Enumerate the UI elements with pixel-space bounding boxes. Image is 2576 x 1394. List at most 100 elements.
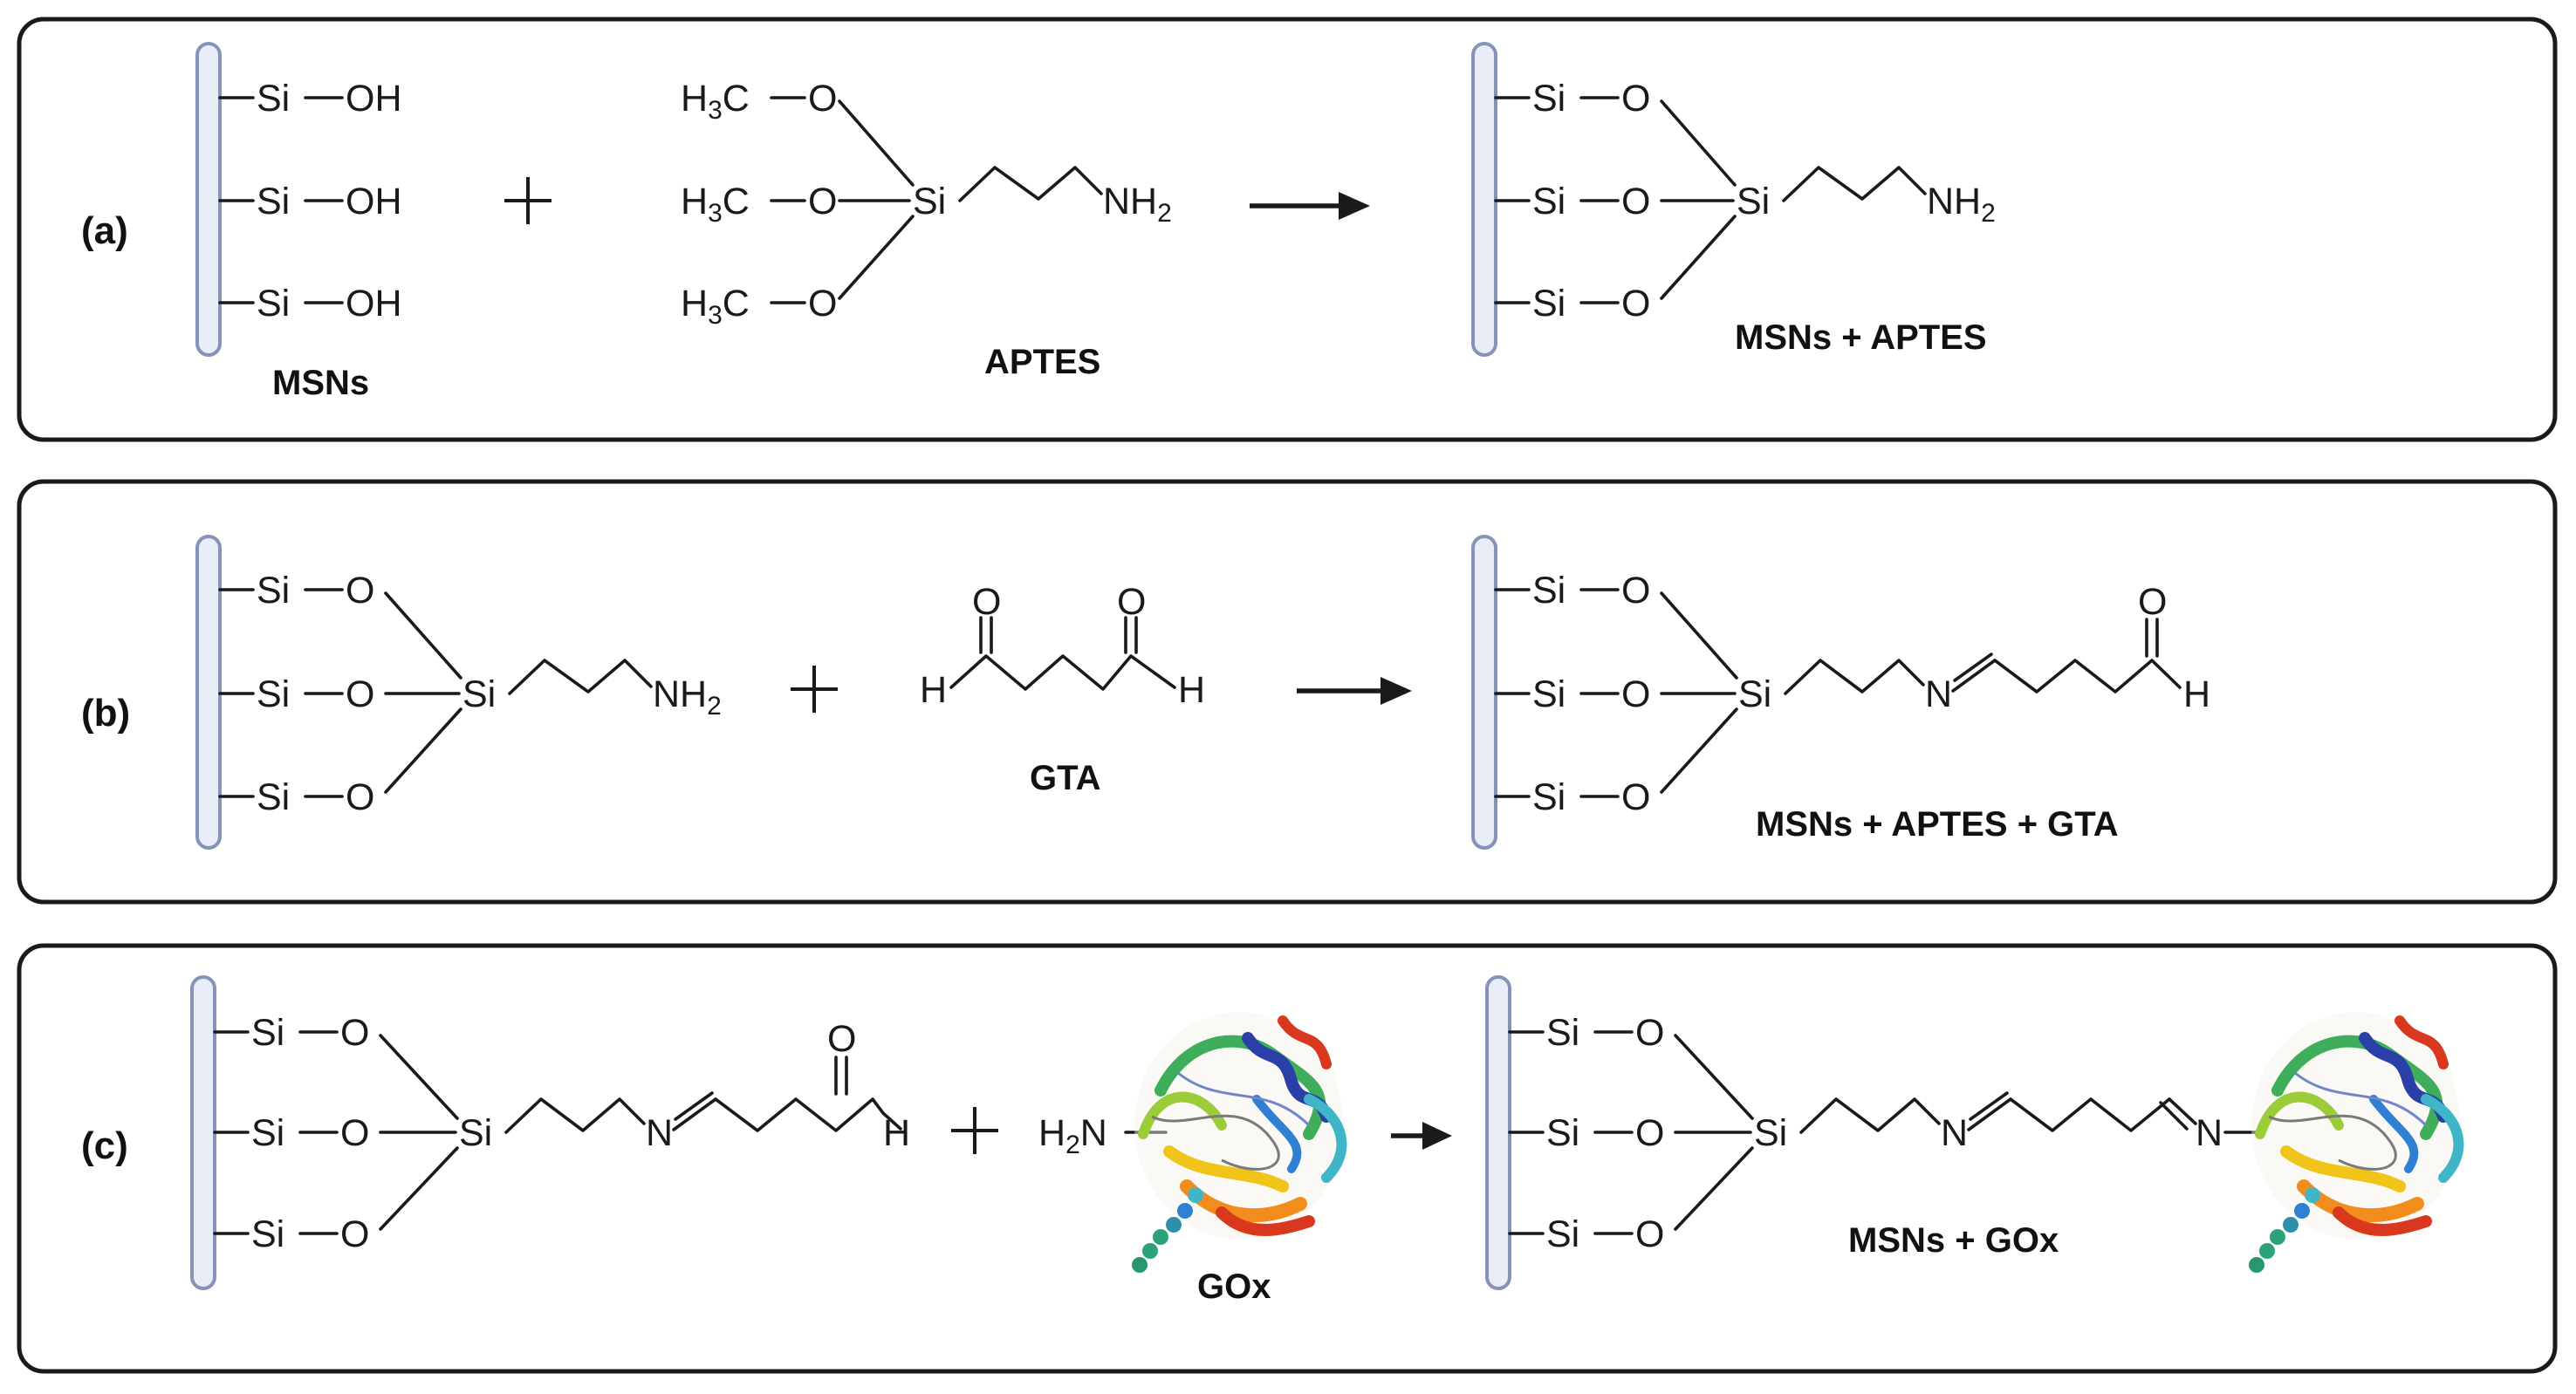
msns-aptes-gta-caption: MSNs + APTES + GTA [1756,805,2119,844]
oxygen-atom: O [1635,1112,1664,1154]
panel-a-frame [17,17,2558,442]
silicon-atom: Si [459,1112,492,1154]
oxygen-atom: O [1621,776,1650,818]
msns-caption: MSNs [272,364,369,402]
svg-text:H3C: H3C [681,181,750,228]
oxygen-atom: O [827,1018,856,1060]
oh-group: OH [346,181,402,222]
oxygen-atom: O [1635,1012,1664,1054]
msns-gox-product: Si Si Si O O O Si N N [1485,975,2464,1290]
si-atom: Si [1532,181,1565,222]
msns-gox-caption: MSNs + GOx [1848,1221,2059,1260]
silanol-row: Si OH [218,283,402,325]
gox-caption: GOx [1197,1268,1271,1306]
silanol-row: Si OH [218,181,402,222]
nitrogen-atom: N [1925,673,1952,715]
oxygen-atom: O [2138,581,2167,623]
silicon-atom: Si [1754,1112,1787,1154]
aptes-structure: H3C H3C H3C O O O Si NH2 APTES [681,78,1172,381]
reaction-arrow [1297,677,1412,705]
msn-silanol-structure: Si OH Si OH Si OH MSNs [195,42,402,402]
oxygen-atom: O [972,581,1001,623]
si-atom: Si [251,1012,284,1054]
si-atom: Si [257,776,290,818]
oxygen-atom: O [340,1012,369,1054]
silicon-atom: Si [913,181,946,222]
si-atom: Si [1546,1213,1579,1255]
aptes-caption: APTES [984,343,1100,381]
panel-a: (a) Si OH Si OH Si OH MSNs [17,17,2558,442]
plus-sign [791,666,838,713]
oxygen-atom: O [346,673,374,715]
si-atom: Si [1532,776,1565,818]
msns-aptes-reactant: Si Si Si O O O Si NH2 [195,535,722,850]
enzyme-ribbon-icon [2249,1012,2464,1273]
oxygen-atom: O [1117,581,1146,623]
si-atom: Si [257,673,290,715]
oxygen-atom: O [1621,78,1650,120]
silicon-atom: Si [462,673,496,715]
si-atom: Si [1546,1012,1579,1054]
enzyme-ribbon-icon [1132,1012,1347,1273]
reaction-arrow [1391,1122,1452,1150]
msns-aptes-gta-product: Si Si Si O O O Si N O H MSNs + APTES + G… [1471,535,2210,850]
hydrogen-atom: H [2183,673,2210,715]
methoxy-group: H3C [681,78,750,125]
hydrogen-atom: H [920,669,947,711]
si-atom: Si [251,1213,284,1255]
oxygen-atom: O [808,181,837,222]
oxygen-atom: O [346,776,374,818]
si-atom: Si [1532,283,1565,325]
silanol-row: Si OH [218,78,402,120]
silica-surface-bar [1485,975,1511,1290]
oxygen-atom: O [340,1112,369,1154]
nitrogen-atom: N [2196,1112,2223,1154]
nitrogen-atom: N [646,1112,673,1154]
si-atom: Si [1532,78,1565,120]
oxygen-atom: O [340,1213,369,1255]
si-atom: Si [257,78,290,120]
panel-c-label: (c) [81,1124,128,1167]
hydrogen-atom: H [1178,669,1205,711]
nitrogen-atom: N [1941,1112,1968,1154]
si-atom: Si [1546,1112,1579,1154]
silica-surface-bar [195,42,222,357]
oxygen-atom: O [1621,181,1650,222]
msns-aptes-caption: MSNs + APTES [1735,318,1987,357]
panel-a-label: (a) [81,209,128,252]
silica-surface-bar [1471,42,1497,357]
si-atom: Si [1532,673,1565,715]
svg-text:H3C: H3C [681,283,750,330]
oxygen-atom: O [808,283,837,325]
panel-b: (b) Si Si Si O O O Si NH2 [17,479,2558,905]
msns-aptes-gta-reactant: Si Si Si O O O Si N O H [190,975,910,1290]
si-atom: Si [257,181,290,222]
msns-aptes-product: Si Si Si O O O Si NH2 MSNs + APTES [1471,42,1996,357]
oxygen-atom: O [808,78,837,120]
si-atom: Si [1532,570,1565,612]
oh-group: OH [346,283,402,325]
plus-sign [951,1107,998,1154]
oxygen-atom: O [346,570,374,612]
oxygen-atom: O [1635,1213,1664,1255]
silica-surface-bar [1471,535,1497,850]
oxygen-atom: O [1621,673,1650,715]
si-atom: Si [257,283,290,325]
plus-sign [504,177,552,224]
silicon-atom: Si [1738,673,1771,715]
reaction-arrow [1250,192,1370,220]
si-atom: Si [257,570,290,612]
panel-b-frame [17,479,2558,905]
panel-c: (c) Si Si Si O O O Si N [17,943,2558,1374]
methoxy-group: H3C [681,181,750,228]
oxygen-atom: O [1621,283,1650,325]
panel-c-frame [17,943,2558,1374]
panel-b-label: (b) [81,692,130,735]
gta-caption: GTA [1030,759,1100,797]
silica-surface-bar [195,535,222,850]
oxygen-atom: O [1621,570,1650,612]
methoxy-group: H3C [681,283,750,330]
hydrogen-atom: H [883,1112,910,1154]
si-atom: Si [251,1112,284,1154]
